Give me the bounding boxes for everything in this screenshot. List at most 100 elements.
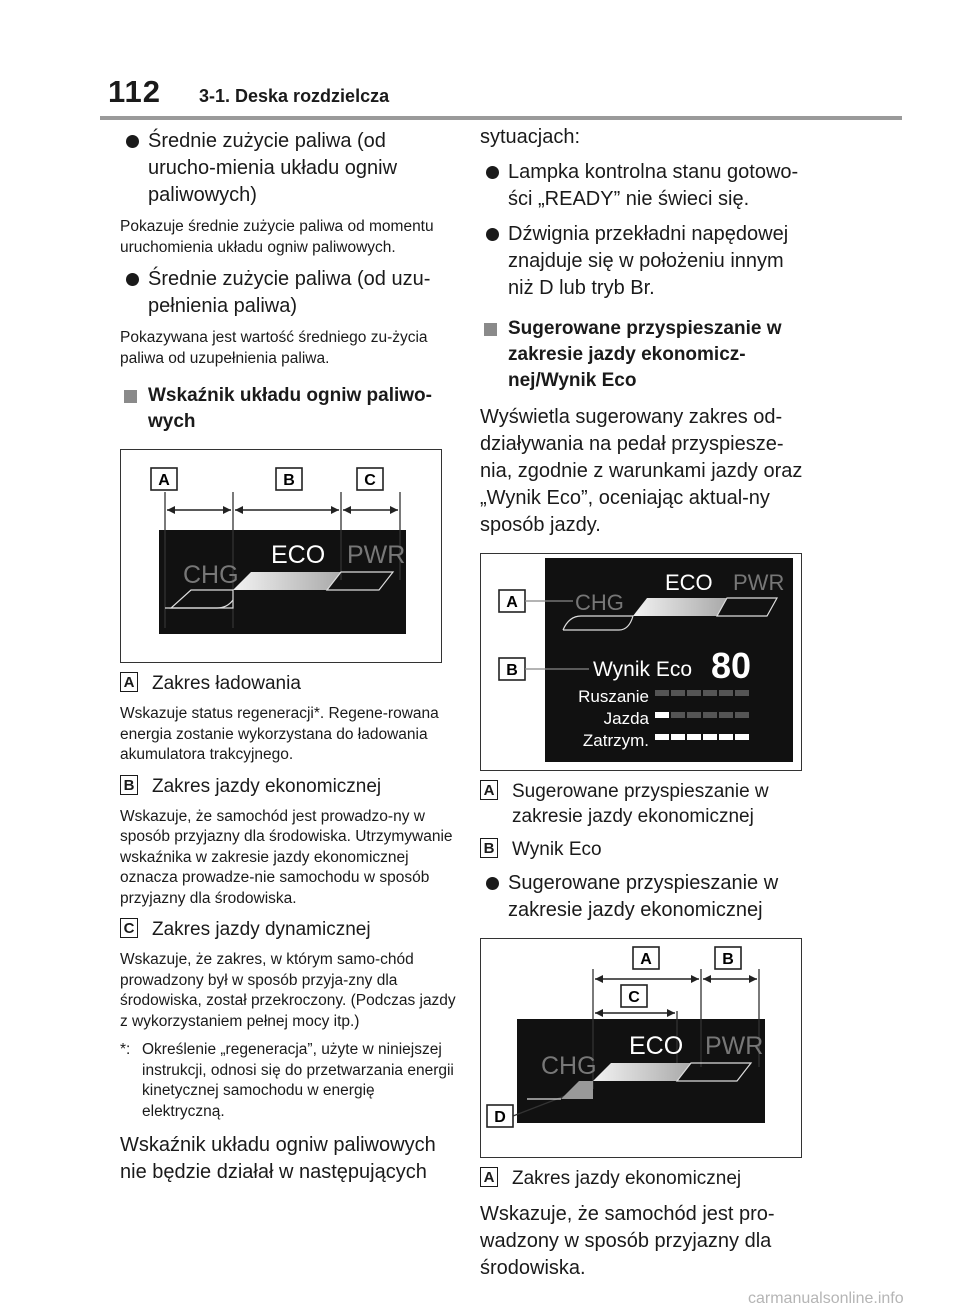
bullet-ready-light: Lampka kontrolna stanu gotowo-ści „READY… — [480, 159, 810, 213]
score-segment — [719, 712, 733, 718]
score-segment — [703, 690, 717, 696]
label-a: A — [640, 951, 652, 968]
bullet-dot-icon — [486, 166, 499, 179]
stop-label: Zatrzym. — [583, 731, 649, 750]
bullet-shift-lever: Dźwignia przekładni napędowej znajduje s… — [480, 221, 810, 302]
paragraph: Wskazuje, że samochód jest pro-wadzony w… — [480, 1203, 775, 1279]
chg-label: CHG — [575, 590, 624, 615]
bullet-text: Sugerowane przyspieszanie w zakresie jaz… — [508, 872, 779, 921]
bullet-text: Średnie zużycie paliwa (od urucho-mienia… — [148, 130, 398, 206]
footnote-mark: *: — [120, 1041, 131, 1058]
score-segment — [703, 712, 717, 718]
pwr-label: PWR — [705, 1032, 763, 1060]
watermark: carmanualsonline.info — [748, 1290, 904, 1307]
legend-item-a: A Zakres ładowania — [120, 671, 456, 696]
footnote-text: Określenie „regeneracja”, użyte w niniej… — [142, 1041, 454, 1120]
eco-score-value: 80 — [711, 645, 751, 686]
badge-a: A — [120, 672, 138, 692]
item-title: Zakres jazdy ekonomicznej — [152, 775, 382, 797]
eco-accel-illustration: A B C D CHG ECO PWR — [486, 946, 765, 1128]
right-column: sytuacjach: Lampka kontrolna stanu gotow… — [480, 120, 810, 1282]
description: Wskazuje, że samochód jest prowadzo-ny w… — [120, 807, 453, 907]
chg-label: CHG — [541, 1052, 597, 1080]
bullet-dot-icon — [486, 877, 499, 890]
score-segment — [671, 712, 685, 718]
score-segment — [687, 734, 701, 740]
subheading-eco-accel: Sugerowane przyspieszanie w zakresie jaz… — [480, 316, 810, 394]
description: Pokazuje średnie zużycie paliwa od momen… — [120, 218, 434, 256]
score-segment — [735, 712, 749, 718]
bullet-text: Dźwignia przekładni napędowej znajduje s… — [508, 223, 789, 299]
paragraph: Wyświetla sugerowany zakres od-działywan… — [480, 406, 803, 536]
eco-score-illustration: A B CHG ECO PWR Wynik Eco 80 Ruszanie Ja… — [498, 558, 793, 762]
description: Pokazywana jest wartość średniego zu-życ… — [120, 329, 428, 367]
square-bullet-icon — [124, 390, 137, 403]
score-bars — [655, 690, 749, 740]
score-segment — [687, 712, 701, 718]
label-d: D — [494, 1109, 506, 1126]
eco-range-bar — [593, 1063, 691, 1081]
header-rule — [100, 116, 902, 120]
badge-c: C — [120, 918, 138, 938]
pwr-label: PWR — [347, 541, 405, 569]
score-segment — [735, 734, 749, 740]
eco-label: ECO — [665, 570, 713, 595]
square-bullet-icon — [484, 323, 497, 336]
item-title: Wynik Eco — [512, 839, 602, 860]
score-segment — [719, 690, 733, 696]
score-segment — [655, 734, 669, 740]
label-b: B — [722, 951, 734, 968]
legend-item-c: C Zakres jazdy dynamicznej — [120, 917, 456, 942]
description: Wskazuje, że zakres, w którym samo-chód … — [120, 951, 456, 1030]
item-title: Zakres jazdy ekonomicznej — [512, 1168, 742, 1189]
chg-label: CHG — [183, 561, 239, 589]
drive-label: Jazda — [604, 709, 650, 728]
bullet-dot-icon — [126, 273, 139, 286]
paragraph: sytuacjach: — [480, 126, 581, 148]
indicator-illustration: A B C CHG ECO PWR — [150, 467, 406, 634]
score-segment — [655, 712, 669, 718]
bullet-text: Lampka kontrolna stanu gotowo-ści „READY… — [508, 161, 799, 210]
eco-label: ECO — [629, 1032, 683, 1060]
score-segment — [719, 734, 733, 740]
suggested-range-bar — [561, 1081, 593, 1099]
start-label: Ruszanie — [578, 687, 649, 706]
section-title: 3-1. Deska rozdzielcza — [199, 86, 390, 106]
pwr-label: PWR — [733, 570, 784, 595]
eco-range-bar — [633, 598, 727, 616]
score-segment — [671, 734, 685, 740]
paragraph: Wskaźnik układu ogniw paliwowych nie będ… — [120, 1134, 436, 1183]
badge-a: A — [480, 780, 498, 800]
bullet-avg-fuel-since-refuel: Średnie zużycie paliwa (od uzu-pełnienia… — [120, 266, 456, 320]
bullet-dot-icon — [486, 228, 499, 241]
legend-item-b: B Zakres jazdy ekonomicznej — [120, 774, 456, 799]
page-number: 112 — [108, 74, 162, 109]
label-box — [356, 467, 384, 491]
label-c: C — [364, 472, 376, 489]
figure-eco-score: A B CHG ECO PWR Wynik Eco 80 Ruszanie Ja… — [480, 553, 802, 771]
eco-label: ECO — [271, 541, 325, 569]
display-panel — [545, 558, 793, 762]
score-segment — [703, 734, 717, 740]
item-title: Zakres jazdy dynamicznej — [152, 919, 371, 940]
label-a: A — [506, 594, 518, 611]
bullet-avg-fuel-since-start: Średnie zużycie paliwa (od urucho-mienia… — [120, 128, 456, 209]
eco-range-bar — [233, 572, 341, 590]
label-b: B — [283, 472, 295, 489]
bullet-dot-icon — [126, 135, 139, 148]
badge-a: A — [480, 1167, 498, 1187]
footnote: *: Określenie „regeneracja”, użyte w nin… — [120, 1040, 456, 1122]
eco-score-label: Wynik Eco — [593, 658, 692, 681]
item-title: Sugerowane przyspieszanie w zakresie jaz… — [512, 781, 769, 827]
item-title: Zakres ładowania — [152, 673, 301, 694]
left-column: Średnie zużycie paliwa (od urucho-mienia… — [120, 120, 456, 1186]
label-b: B — [506, 662, 518, 679]
label-c: C — [628, 989, 640, 1006]
legend-item-a: A Zakres jazdy ekonomicznej — [480, 1166, 810, 1191]
score-segment — [671, 690, 685, 696]
description: Wskazuje status regeneracji*. Regene-row… — [120, 705, 439, 763]
legend-item-b: B Wynik Eco — [480, 837, 810, 862]
badge-b: B — [120, 774, 138, 795]
bullet-text: Średnie zużycie paliwa (od uzu-pełnienia… — [148, 268, 431, 317]
heading-text: Sugerowane przyspieszanie w zakresie jaz… — [508, 318, 782, 391]
